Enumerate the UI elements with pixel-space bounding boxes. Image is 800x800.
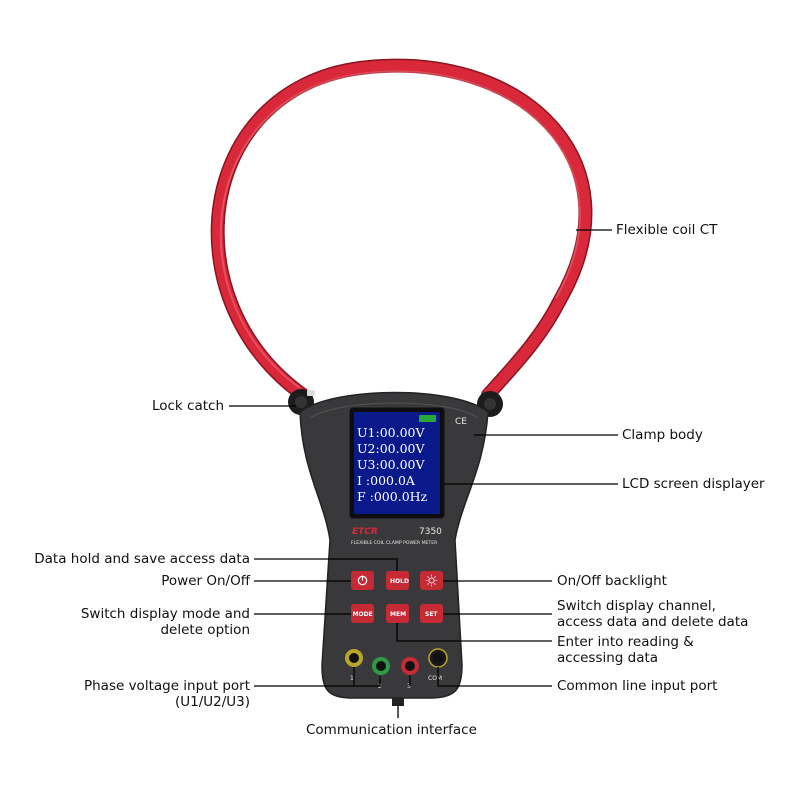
port-u2[interactable] bbox=[372, 657, 390, 675]
port-u3[interactable] bbox=[401, 657, 419, 675]
callout-lcd-screen: LCD screen displayer bbox=[622, 476, 765, 492]
port-label-com: COM bbox=[428, 675, 442, 682]
power-button[interactable] bbox=[351, 571, 374, 590]
flexible-coil bbox=[218, 66, 586, 395]
lcd-line-4: I :000.0A bbox=[357, 473, 416, 488]
mem-button[interactable]: MEM bbox=[386, 604, 409, 623]
callout-phase-voltage-line-1: Phase voltage input port bbox=[84, 678, 250, 694]
callout-switch-mode-line-2: delete option bbox=[81, 622, 250, 638]
ce-mark: CE bbox=[455, 417, 467, 427]
callout-common-line: Common line input port bbox=[557, 678, 717, 694]
callout-enter-reading-line-1: Enter into reading & bbox=[557, 634, 694, 650]
brand-logo: ETCR bbox=[352, 527, 378, 537]
model-number: 7350 bbox=[419, 527, 442, 537]
mode-button-label: MODE bbox=[353, 611, 373, 618]
backlight-button[interactable] bbox=[420, 571, 443, 590]
callout-phase-voltage-line-2: (U1/U2/U3) bbox=[84, 694, 250, 710]
callout-data-hold: Data hold and save access data bbox=[34, 551, 250, 567]
callout-flexible-coil: Flexible coil CT bbox=[616, 222, 717, 238]
callout-switch-mode-line-1: Switch display mode and bbox=[81, 606, 250, 622]
mode-button[interactable]: MODE bbox=[351, 604, 374, 623]
callout-switch-channel-line-1: Switch display channel, bbox=[557, 598, 748, 614]
callout-switch-mode: Switch display mode and delete option bbox=[81, 606, 250, 638]
callout-backlight: On/Off backlight bbox=[557, 573, 667, 589]
lcd-line-3: U3:00.00V bbox=[357, 457, 425, 472]
hold-button[interactable]: HOLD bbox=[386, 571, 409, 590]
callout-enter-reading: Enter into reading & accessing data bbox=[557, 634, 694, 666]
hold-button-label: HOLD bbox=[390, 578, 409, 585]
lcd-screen: U1:00.00V U2:00.00V U3:00.00V I :000.0A … bbox=[350, 408, 444, 518]
callout-switch-channel-line-2: access data and delete data bbox=[557, 614, 748, 630]
callout-communication: Communication interface bbox=[306, 722, 477, 738]
lock-icon bbox=[307, 390, 315, 396]
lcd-line-2: U2:00.00V bbox=[357, 441, 425, 456]
lcd-line-1: U1:00.00V bbox=[357, 425, 425, 440]
callout-power: Power On/Off bbox=[161, 573, 250, 589]
lcd-line-5: F :000.0Hz bbox=[357, 489, 428, 504]
callout-phase-voltage: Phase voltage input port (U1/U2/U3) bbox=[84, 678, 250, 710]
mem-button-label: MEM bbox=[390, 611, 406, 618]
set-button-label: SET bbox=[425, 611, 438, 618]
callout-lock-catch: Lock catch bbox=[152, 398, 224, 414]
port-u1[interactable] bbox=[345, 649, 363, 667]
callout-clamp-body: Clamp body bbox=[622, 427, 703, 443]
device-subtitle: FLEXIBLE COIL CLAMP POWER METER bbox=[351, 540, 438, 546]
battery-icon bbox=[419, 415, 436, 422]
communication-port bbox=[392, 698, 404, 706]
callout-switch-channel: Switch display channel, access data and … bbox=[557, 598, 748, 630]
set-button[interactable]: SET bbox=[420, 604, 443, 623]
port-com[interactable] bbox=[429, 649, 447, 667]
callout-enter-reading-line-2: accessing data bbox=[557, 650, 694, 666]
